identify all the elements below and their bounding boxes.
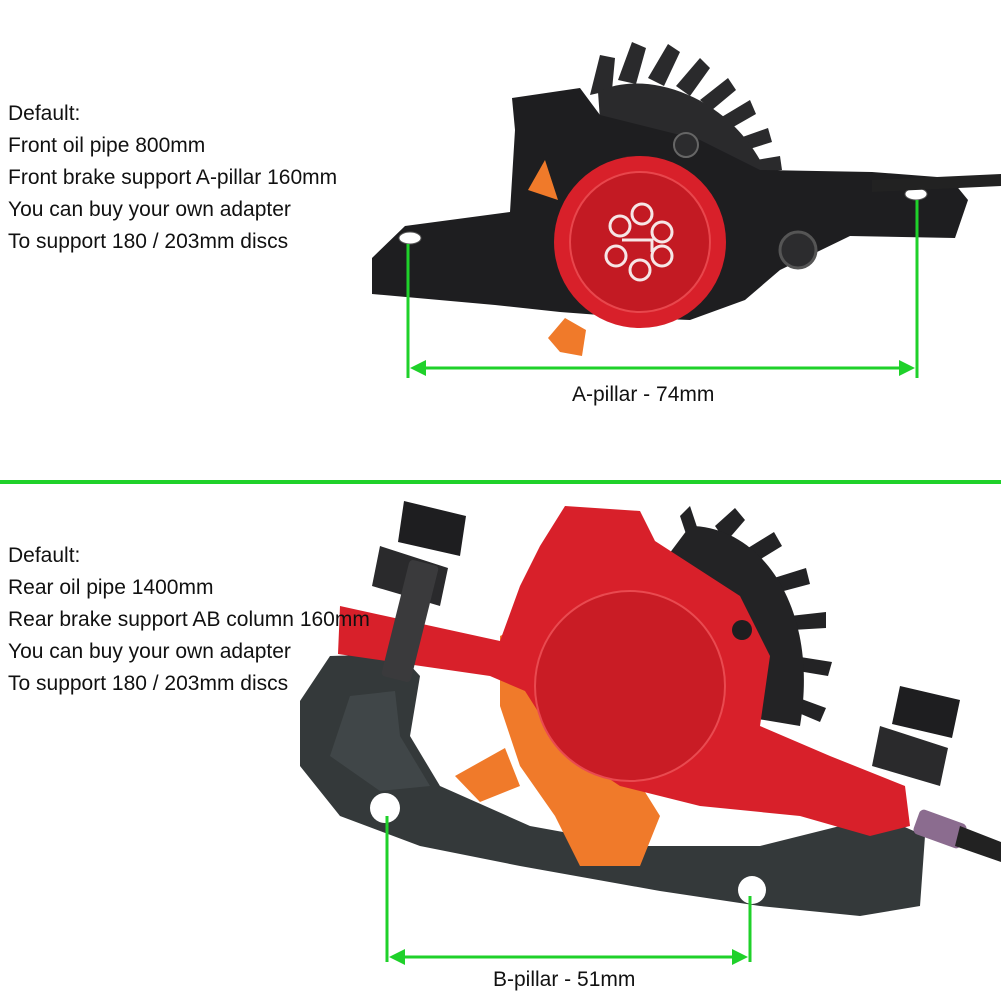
rear-dimension-line xyxy=(385,816,752,965)
rear-spec-line: To support 180 / 203mm discs xyxy=(8,672,289,695)
front-spec-line: To support 180 / 203mm discs xyxy=(8,230,289,253)
rear-caliper-panel: Default: Rear oil pipe 1400mm Rear brake… xyxy=(0,486,1001,1001)
front-spec-line: Front oil pipe 800mm xyxy=(8,134,206,157)
front-dimension-label: A-pillar - 74mm xyxy=(572,383,715,406)
rear-spec-line: You can buy your own adapter xyxy=(8,640,291,663)
rear-adapter-bracket xyxy=(300,654,925,916)
rear-spec-line: Default: xyxy=(8,544,81,567)
rear-spec-list: Default: Rear oil pipe 1400mm Rear brake… xyxy=(8,540,370,700)
rear-bolt-right xyxy=(872,686,960,786)
rear-mount-hole-right xyxy=(738,876,766,904)
front-cap-logo xyxy=(604,202,674,282)
rear-mount-hole-left xyxy=(370,793,400,823)
rear-bolt-left xyxy=(372,501,466,682)
front-pad-tab-top xyxy=(528,160,558,200)
rear-pad-tab xyxy=(455,748,520,802)
section-divider xyxy=(0,480,1001,484)
rear-hose-fitting xyxy=(913,809,967,849)
front-spec-line: Front brake support A-pillar 160mm xyxy=(8,166,338,189)
front-spec-line: Default: xyxy=(8,102,81,125)
front-mount-hole-left xyxy=(398,231,422,245)
rear-spec-line: Rear brake support AB column 160mm xyxy=(8,608,370,631)
front-dimension-line xyxy=(406,200,919,378)
front-caliper-bolt xyxy=(778,230,818,270)
front-caliper-panel: Default: Front oil pipe 800mm Front brak… xyxy=(0,0,1001,480)
front-pad-tab-bottom xyxy=(548,318,586,356)
rear-brake-hose xyxy=(955,826,1001,862)
rear-piston-cap xyxy=(534,590,726,782)
rear-caliper-illustration xyxy=(300,501,1001,965)
rear-spec-line: Rear oil pipe 1400mm xyxy=(8,576,214,599)
rear-dimension-label: B-pillar - 51mm xyxy=(493,968,636,991)
front-caliper-illustration xyxy=(372,42,1001,378)
front-spec-line: You can buy your own adapter xyxy=(8,198,291,221)
front-brake-hose xyxy=(872,174,1001,192)
front-spec-list: Default: Front oil pipe 800mm Front brak… xyxy=(8,98,337,258)
